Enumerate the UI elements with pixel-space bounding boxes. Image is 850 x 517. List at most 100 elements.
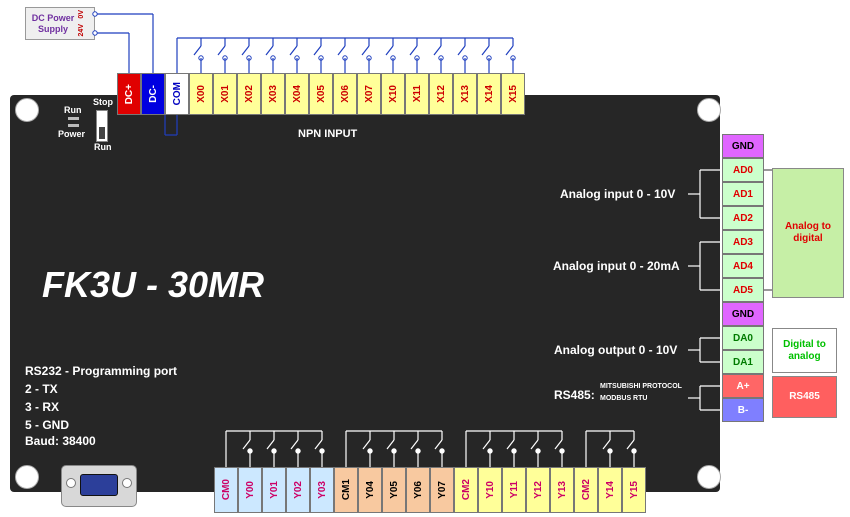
right-terminal-0-gnd[interactable]: GND (722, 134, 764, 158)
output-switch-contact-6 (367, 448, 373, 454)
power-led-label: Power (58, 129, 86, 139)
right-terminal-11-b-label: B- (737, 404, 749, 416)
bottom-terminal-5-cm1[interactable]: CM1 (334, 467, 358, 513)
npn-input-label: NPN INPUT (298, 128, 358, 140)
run-led (68, 117, 79, 120)
top-terminal-x01[interactable]: X01 (213, 73, 237, 115)
psu-0v-terminal (92, 11, 98, 17)
psu-24v-terminal (92, 30, 98, 36)
mount-hole-tl (15, 98, 39, 122)
output-switch-contact-17 (631, 448, 637, 454)
output-switch-blade-3 (290, 439, 299, 450)
output-switch-blade-4 (314, 439, 323, 450)
rs485-label: RS485: (554, 388, 595, 402)
input-switch-blade-3 (193, 45, 202, 56)
bottom-terminal-7-y05[interactable]: Y05 (382, 467, 406, 513)
db9-screw-left (66, 478, 76, 488)
bottom-terminal-2-y01[interactable]: Y01 (262, 467, 286, 513)
right-terminal-11-b[interactable]: B- (722, 398, 764, 422)
switch-knob (99, 127, 105, 139)
top-terminal-x15[interactable]: X15 (501, 73, 525, 115)
output-switch-blade-1 (242, 439, 251, 450)
output-switch-contact-13 (535, 448, 541, 454)
top-terminal-x05[interactable]: X05 (309, 73, 333, 115)
right-terminal-6-ad5[interactable]: AD5 (722, 278, 764, 302)
right-terminal-7-gnd[interactable]: GND (722, 302, 764, 326)
plc-board (10, 95, 720, 492)
right-terminal-10-a[interactable]: A+ (722, 374, 764, 398)
rs232-gnd: 5 - GND (25, 418, 70, 432)
right-terminal-9-da1[interactable]: DA1 (722, 350, 764, 374)
input-switch-blade-8 (313, 45, 322, 56)
top-terminal-dc[interactable]: DC+ (117, 73, 141, 115)
bottom-terminal-4-y03[interactable]: Y03 (310, 467, 334, 513)
bottom-terminal-1-y00[interactable]: Y00 (238, 467, 262, 513)
right-terminal-4-ad3[interactable]: AD3 (722, 230, 764, 254)
input-switch-blade-7 (289, 45, 298, 56)
top-terminal-x00[interactable]: X00 (189, 73, 213, 115)
top-terminal-x03[interactable]: X03 (261, 73, 285, 115)
right-terminal-10-a-label: A+ (736, 380, 750, 392)
bottom-terminal-15-cm2[interactable]: CM2 (574, 467, 598, 513)
top-terminal-x06[interactable]: X06 (333, 73, 357, 115)
bottom-terminal-8-y06[interactable]: Y06 (406, 467, 430, 513)
output-switch-blade-16 (602, 439, 611, 450)
power-led (68, 124, 79, 127)
rs232-tx: 2 - TX (25, 382, 58, 396)
right-terminal-7-gnd-label: GND (731, 308, 755, 320)
dc-power-supply: DC Power Supply 0V 24V (25, 7, 95, 40)
output-switch-contact-9 (439, 448, 445, 454)
top-terminal-x10[interactable]: X10 (381, 73, 405, 115)
bottom-terminal-13-y12[interactable]: Y12 (526, 467, 550, 513)
db9-port (80, 474, 118, 496)
input-switch-blade-5 (241, 45, 250, 56)
rs485-protocol-modbus: MODBUS RTU (600, 395, 648, 402)
bottom-terminal-17-y15[interactable]: Y15 (622, 467, 646, 513)
bottom-terminal-9-y07[interactable]: Y07 (430, 467, 454, 513)
top-terminal-x11[interactable]: X11 (405, 73, 429, 115)
mount-hole-tr (697, 98, 721, 122)
bottom-terminal-11-y10[interactable]: Y10 (478, 467, 502, 513)
right-terminal-0-gnd-label: GND (731, 140, 755, 152)
output-switch-blade-9 (434, 439, 443, 450)
bottom-terminal-0-cm0[interactable]: CM0 (214, 467, 238, 513)
output-switch-contact-12 (511, 448, 517, 454)
db9-screw-right (122, 478, 132, 488)
right-terminal-8-da0[interactable]: DA0 (722, 326, 764, 350)
bottom-terminal-10-cm2[interactable]: CM2 (454, 467, 478, 513)
top-terminal-x13[interactable]: X13 (453, 73, 477, 115)
analog-output-label: Analog output 0 - 10V (554, 343, 678, 357)
run-stop-switch[interactable] (96, 110, 108, 142)
right-terminal-5-ad4[interactable]: AD4 (722, 254, 764, 278)
right-terminal-3-ad2[interactable]: AD2 (722, 206, 764, 230)
top-terminal-com[interactable]: COM (165, 73, 189, 115)
top-terminal-x07[interactable]: X07 (357, 73, 381, 115)
bottom-terminal-3-y02[interactable]: Y02 (286, 467, 310, 513)
right-terminal-6-ad5-label: AD5 (732, 284, 753, 296)
input-switch-blade-12 (409, 45, 418, 56)
output-switch-blade-7 (386, 439, 395, 450)
rs232-title: RS232 - Programming port (25, 364, 178, 378)
output-switch-blade-6 (362, 439, 371, 450)
top-terminal-x14[interactable]: X14 (477, 73, 501, 115)
right-terminal-1-ad0[interactable]: AD0 (722, 158, 764, 182)
output-switch-contact-11 (487, 448, 493, 454)
bottom-terminal-6-y04[interactable]: Y04 (358, 467, 382, 513)
output-switch-blade-14 (554, 439, 563, 450)
output-switch-blade-17 (626, 439, 635, 450)
top-terminal-dc[interactable]: DC- (141, 73, 165, 115)
analog-input-voltage-label: Analog input 0 - 10V (560, 187, 676, 201)
top-terminal-x12[interactable]: X12 (429, 73, 453, 115)
top-terminal-x02[interactable]: X02 (237, 73, 261, 115)
adc-box: Analog to digital (772, 168, 844, 298)
switch-run-label: Run (94, 142, 112, 152)
top-terminal-x04[interactable]: X04 (285, 73, 309, 115)
right-terminal-2-ad1[interactable]: AD1 (722, 182, 764, 206)
bottom-terminal-16-y14[interactable]: Y14 (598, 467, 622, 513)
bottom-terminal-14-y13[interactable]: Y13 (550, 467, 574, 513)
input-switch-blade-15 (481, 45, 490, 56)
db9-connector[interactable] (61, 465, 137, 507)
bottom-terminal-12-y11[interactable]: Y11 (502, 467, 526, 513)
right-terminal-4-ad3-label: AD3 (732, 236, 753, 248)
